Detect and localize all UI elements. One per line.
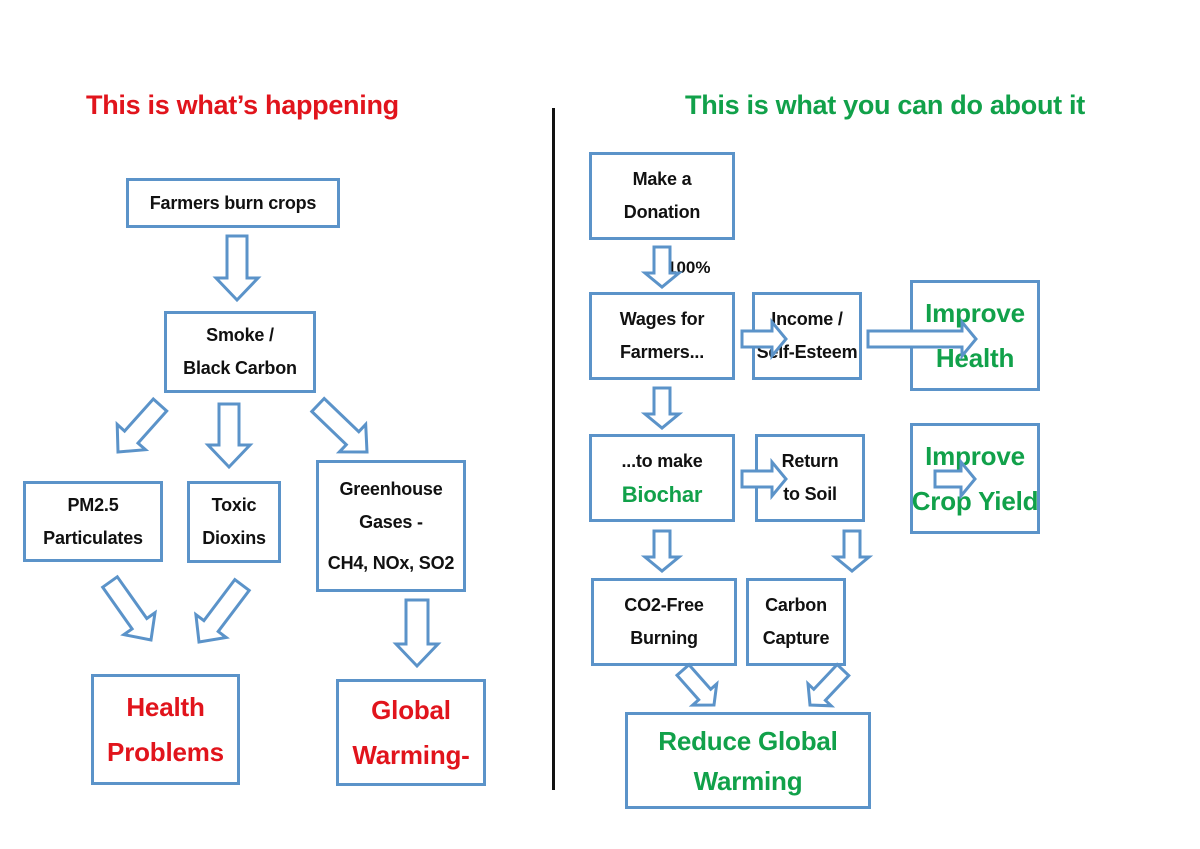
node-toxic-dioxins: Toxic Dioxins (187, 481, 281, 563)
node-text: Self-Esteem (756, 342, 858, 362)
node-text: Particulates (43, 527, 143, 548)
node-health-problems: Health Problems (91, 674, 240, 785)
node-text: Health (126, 691, 205, 722)
panel-divider (552, 108, 555, 790)
arrow-capture-to-reduce-icon (806, 662, 851, 708)
node-text: Reduce Global (658, 725, 838, 756)
arrow-soil-to-capture-icon (830, 529, 874, 573)
node-text: Donation (623, 202, 701, 222)
arrow-biochar-to-co2free-icon (640, 529, 684, 573)
node-income-self-esteem: Income / Self-Esteem (752, 292, 862, 380)
node-text: Health (935, 342, 1015, 373)
node-text: Greenhouse (339, 478, 443, 499)
node-text: Problems (107, 736, 224, 767)
node-text: Capture (762, 628, 830, 648)
node-text: Biochar (621, 482, 703, 507)
arrow-co2free-to-reduce-icon (674, 662, 719, 707)
node-farmers-burn-crops: Farmers burn crops (126, 178, 340, 228)
right-panel-title: This is what you can do about it (685, 90, 1085, 120)
node-carbon-capture: Carbon Capture (746, 578, 846, 666)
node-text: Farmers... (619, 342, 705, 362)
left-panel-title: This is what’s happening (86, 90, 399, 120)
node-smoke-black-carbon: Smoke / Black Carbon (164, 311, 316, 393)
node-text: Black Carbon (183, 358, 297, 378)
node-make-donation: Make a Donation (589, 152, 735, 240)
node-text: Improve (925, 440, 1025, 471)
arrow-dioxins-to-health-icon (194, 577, 252, 644)
node-co2-free-burning: CO2-Free Burning (591, 578, 737, 666)
node-text: Global (371, 694, 451, 725)
arrow-wages-to-biochar-icon (640, 386, 684, 430)
node-make-biochar: ...to make Biochar (589, 434, 735, 522)
node-reduce-global-warming: Reduce Global Warming (625, 712, 871, 809)
node-text: Warming- (352, 739, 470, 770)
node-improve-health: Improve Health (910, 280, 1040, 391)
node-text: Crop Yield (911, 485, 1039, 516)
node-text: Improve (925, 297, 1025, 328)
node-text: Warming (693, 765, 803, 796)
node-global-warming: Global Warming- (336, 679, 486, 786)
arrow-smoke-to-ghg-icon (309, 396, 369, 454)
node-pm25-particulates: PM2.5 Particulates (23, 481, 163, 562)
node-text: Burning (630, 628, 698, 648)
arrow-smoke-to-pm25-icon (115, 396, 169, 454)
node-wages-for-farmers: Wages for Farmers... (589, 292, 735, 380)
node-text: Wages for (619, 309, 705, 329)
node-text: Return (781, 451, 839, 471)
node-greenhouse-gases: Greenhouse Gases - CH4, NOx, SO2 (316, 460, 466, 592)
node-text: PM2.5 (67, 494, 119, 515)
node-text: CO2-Free (624, 595, 704, 615)
node-return-to-soil: Return to Soil (755, 434, 865, 522)
arrow-pm25-to-health-icon (100, 574, 157, 642)
node-text: CH4, NOx, SO2 (327, 552, 455, 573)
node-text: to Soil (783, 484, 837, 504)
donation-share-label: 100% (667, 258, 711, 277)
node-text: Toxic (211, 495, 257, 515)
node-text: Farmers burn crops (149, 192, 317, 213)
arrow-farmers-to-smoke-icon (212, 234, 262, 303)
node-improve-crop-yield: Improve Crop Yield (910, 423, 1040, 534)
node-text: Gases - (359, 511, 423, 532)
arrow-ghg-to-warming-icon (392, 598, 442, 669)
node-text: Dioxins (202, 528, 266, 548)
arrow-smoke-to-dioxins-icon (204, 402, 254, 470)
node-text: Make a (632, 169, 692, 189)
node-text: ...to make (621, 451, 703, 471)
node-text: Carbon (765, 595, 827, 615)
node-text: Income / (771, 309, 843, 329)
node-text: Smoke / (206, 325, 274, 345)
